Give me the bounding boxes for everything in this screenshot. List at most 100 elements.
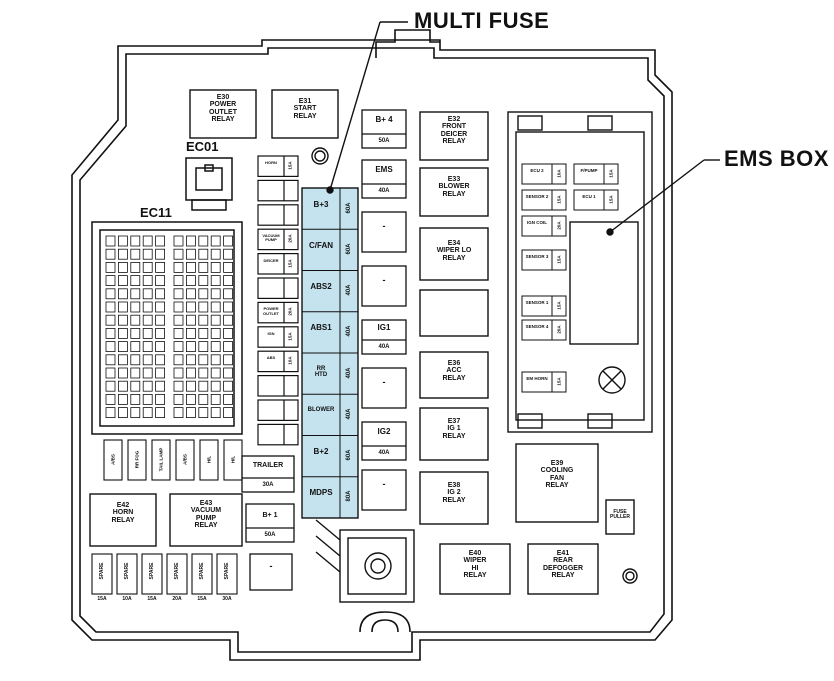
- ec11-pin: [173, 341, 184, 353]
- ec11-pin: [142, 327, 153, 339]
- relay-e43: [169, 493, 243, 547]
- ec11-pin: [173, 248, 184, 260]
- ec11-pin: [155, 248, 166, 260]
- ec11-pin: [118, 407, 128, 419]
- ec11-pin: [118, 354, 128, 366]
- relay-e32-label: E32 FRONT DEICER RELAY: [440, 116, 468, 146]
- fuse-trailer-amp: 30A: [262, 482, 274, 488]
- ec11-pin: [210, 261, 221, 273]
- ems-fuse-amp: 15A: [556, 377, 562, 386]
- spare-fuse-amp: 20A: [172, 596, 182, 602]
- ec11-pin: [223, 235, 234, 247]
- ems-fuse-name: SENSOR 4: [525, 324, 549, 329]
- ec11-pin: [198, 407, 209, 419]
- fuse-b4-name: B+ 4: [375, 115, 393, 124]
- ec11-pin: [223, 275, 234, 287]
- ec11-pin: [105, 341, 116, 353]
- ec11-pin: [118, 301, 128, 313]
- ec11-pin: [105, 275, 116, 287]
- ec11-pin: [105, 393, 116, 405]
- relay-e33: [419, 167, 489, 217]
- spare-fuse-amp: 15A: [97, 596, 107, 602]
- ec11-pin: [210, 275, 221, 287]
- ec11-pin: [130, 275, 141, 287]
- mini-fuse: [257, 375, 299, 397]
- ec11-pin: [130, 407, 141, 419]
- ec11-pin: [155, 380, 166, 392]
- ec11-pin: [185, 301, 196, 313]
- ec11-pin: [155, 314, 166, 326]
- multi-fuse-strip: [301, 187, 359, 519]
- ec11-pin: [118, 327, 128, 339]
- mini-fuse: [257, 179, 299, 202]
- multi-fuse-name: RR HTD: [314, 365, 328, 378]
- multi-fuse-name: B+2: [313, 447, 329, 457]
- ec11-pin: [210, 327, 221, 339]
- ems-fuse-amp: 15A: [608, 195, 614, 204]
- ec11-pin: [198, 301, 209, 313]
- relay-e38-label: E38 IG 2 RELAY: [442, 482, 466, 504]
- mini-fuse: [257, 155, 299, 177]
- ems-fuse-amp: 15A: [556, 255, 562, 264]
- fuse-ems-amp: 40A: [378, 188, 390, 194]
- ec11-pin: [185, 248, 196, 260]
- multi-fuse-amp: 60A: [346, 202, 352, 214]
- ec11-pin: [223, 341, 234, 353]
- relay-e42: [89, 493, 157, 547]
- ec11-pin: [130, 235, 141, 247]
- ems-fuse-amp: 10A: [556, 169, 562, 178]
- ec11-pin: [173, 407, 184, 419]
- ec11-pin: [118, 367, 128, 379]
- ec11-pin: [210, 301, 221, 313]
- ec11-pin: [198, 261, 209, 273]
- mini-fuse-amp: 15A: [287, 161, 293, 170]
- spare-fuse-name: SPARE: [99, 562, 105, 580]
- ec11-pin: [105, 354, 116, 366]
- ec11-pin: [105, 314, 116, 326]
- ems-fuse: [521, 295, 567, 317]
- fuse-blank-2: -: [382, 275, 386, 285]
- ec11-pin: [198, 354, 209, 366]
- ec11-pin: [130, 261, 141, 273]
- left-vertical-fuse-label: H/L: [230, 455, 236, 464]
- ec11-pin: [173, 380, 184, 392]
- relay-e43-label: E43 VACUUM PUMP RELAY: [190, 500, 222, 530]
- ec11-pin: [118, 275, 128, 287]
- spare-fuse: [166, 553, 188, 595]
- ems-relay-screw: [598, 366, 626, 394]
- left-vertical-fuse: [151, 439, 171, 481]
- ems-fuse: [521, 371, 567, 393]
- left-vertical-fuse: [199, 439, 219, 481]
- ec11-pin: [185, 380, 196, 392]
- ec01-connector: [185, 157, 233, 211]
- mini-fuse-name: ABS: [266, 355, 276, 361]
- ec11-pin: [223, 314, 234, 326]
- ems-fuse-name: F/PUMP: [580, 168, 598, 173]
- ec11-pin: [210, 248, 221, 260]
- relay-e40-label: E40 WIPER HI RELAY: [463, 550, 487, 580]
- ec11-pin: [185, 327, 196, 339]
- multi-fuse-name: C/FAN: [309, 240, 333, 250]
- ems-fuse-name: SENSOR 2: [525, 194, 549, 199]
- fuse-blank-5: -: [269, 561, 273, 571]
- ec11-pin: [210, 341, 221, 353]
- relay-e37-label: E37 IG 1 RELAY: [442, 418, 466, 440]
- ec11-pin: [210, 407, 221, 419]
- mini-fuse-name: IGN: [267, 330, 275, 336]
- relay-e36-label: E36 ACC RELAY: [442, 360, 466, 382]
- fuse-ems-name: EMS: [375, 165, 393, 174]
- ems-fuse-amp: 15A: [608, 169, 614, 178]
- fuse-blank-4: -: [382, 479, 386, 489]
- multi-fuse-amp: 40A: [346, 284, 352, 296]
- ems-fuse: [521, 163, 567, 185]
- ec11-pin: [142, 261, 153, 273]
- mini-fuse: [257, 326, 299, 348]
- ems-fuse: [573, 163, 619, 185]
- ec11-pin: [173, 301, 184, 313]
- left-vertical-fuse: [103, 439, 123, 481]
- ems-fuse-name: ECU 1: [582, 194, 596, 199]
- ec11-pin: [198, 288, 209, 300]
- spare-fuse-amp: 30A: [222, 596, 232, 602]
- fuse-slot-blank-1: [361, 211, 407, 253]
